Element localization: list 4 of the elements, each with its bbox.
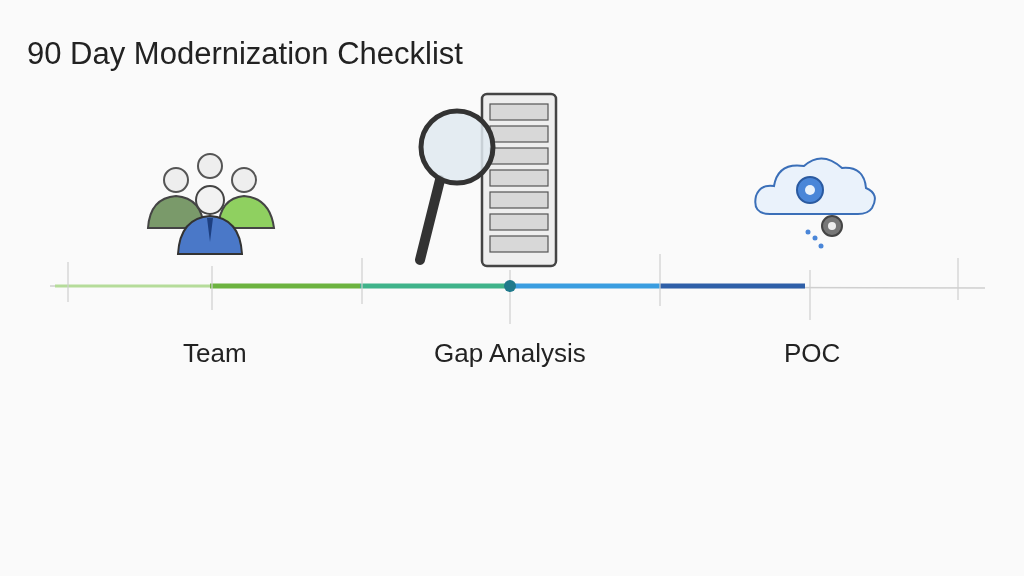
milestone-label: POC [784, 338, 841, 369]
title: 90 Day Modernization Checklist [27, 36, 463, 72]
milestone-label: Team [183, 338, 247, 369]
milestone-label: Gap Analysis [434, 338, 586, 369]
